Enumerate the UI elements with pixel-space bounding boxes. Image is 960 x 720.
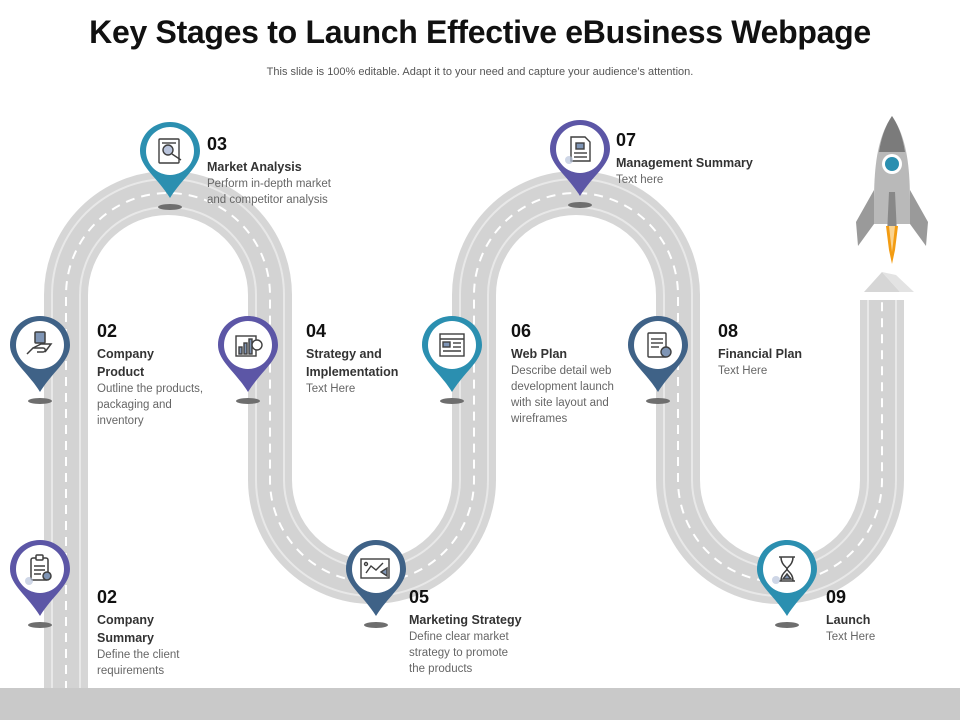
stage-financial-plan: 08 Financial Plan Text Here xyxy=(718,321,838,379)
strategy-chart-icon xyxy=(235,335,263,357)
stage-number: 07 xyxy=(616,130,637,150)
hand-product-icon xyxy=(26,331,53,355)
stage-title: Financial Plan xyxy=(718,347,803,361)
stage-web-plan: 06 Web Plan Describe detail web developm… xyxy=(511,321,631,427)
pin-company-product xyxy=(5,314,75,409)
stage-number: 02 xyxy=(97,587,118,607)
market-analysis-icon xyxy=(158,138,182,164)
stage-description: Text Here xyxy=(826,631,876,643)
pin-web-plan xyxy=(417,314,487,409)
pin-strategy xyxy=(213,314,283,409)
road-arrow-head-shade xyxy=(882,272,914,292)
stage-description: Text Here xyxy=(718,365,768,377)
pin-management-summary xyxy=(545,118,615,213)
stage-strategy: 04 Strategy and Implementation Text Here xyxy=(306,321,421,397)
stage-company-product: 02 Company Product Outline the products,… xyxy=(97,321,217,429)
stage-description: Text Here xyxy=(306,383,356,395)
stage-description: Outline the products, packaging and inve… xyxy=(97,383,204,427)
stage-title: Management Summary xyxy=(616,156,753,170)
pin-launch xyxy=(752,538,822,633)
rocket-icon xyxy=(856,116,928,264)
slide-title: Key Stages to Launch Effective eBusiness… xyxy=(89,14,871,50)
hourglass-icon xyxy=(779,556,795,582)
road-arrow-head xyxy=(864,272,900,292)
stage-title: Company Product xyxy=(97,347,154,379)
road-center-dash xyxy=(65,192,883,690)
stage-description: Text here xyxy=(616,174,664,186)
pin-marketing-strategy xyxy=(341,538,411,633)
footer-bar xyxy=(0,688,960,720)
stage-number: 02 xyxy=(97,321,118,341)
stage-title: Company Summary xyxy=(97,613,154,645)
clipboard-icon xyxy=(30,554,52,581)
stage-number: 08 xyxy=(718,321,739,341)
stage-description: Define clear market strategy to promote … xyxy=(409,631,509,675)
stage-launch: 09 Launch Text Here xyxy=(826,587,936,645)
stage-title: Web Plan xyxy=(511,347,568,361)
pin-financial-plan xyxy=(623,314,693,409)
web-layout-icon xyxy=(439,333,465,357)
stage-title: Strategy and Implementation xyxy=(306,347,399,379)
stage-description: Describe detail web development launch w… xyxy=(511,365,614,425)
stage-number: 09 xyxy=(826,587,847,607)
stage-title: Marketing Strategy xyxy=(409,613,522,627)
stage-description: Define the client requirements xyxy=(97,649,180,677)
stage-marketing-strategy: 05 Marketing Strategy Define clear marke… xyxy=(409,587,544,677)
marketing-board-icon xyxy=(360,558,390,579)
stage-number: 04 xyxy=(306,321,327,341)
financial-report-icon xyxy=(647,332,672,358)
stage-title: Market Analysis xyxy=(207,160,302,174)
stage-number: 06 xyxy=(511,321,532,341)
stage-title: Launch xyxy=(826,613,871,627)
stage-market-analysis: 03 Market Analysis Perform in-depth mark… xyxy=(207,134,357,208)
stage-description: Perform in-depth market and competitor a… xyxy=(207,178,331,206)
pin-market-analysis xyxy=(135,120,205,215)
stage-number: 05 xyxy=(409,587,430,607)
pin-company-summary xyxy=(5,538,75,633)
stage-number: 03 xyxy=(207,134,228,154)
stage-management-summary: 07 Management Summary Text here xyxy=(616,130,786,188)
stage-company-summary: 02 Company Summary Define the client req… xyxy=(97,587,217,679)
slide-subtitle: This slide is 100% editable. Adapt it to… xyxy=(266,66,694,78)
